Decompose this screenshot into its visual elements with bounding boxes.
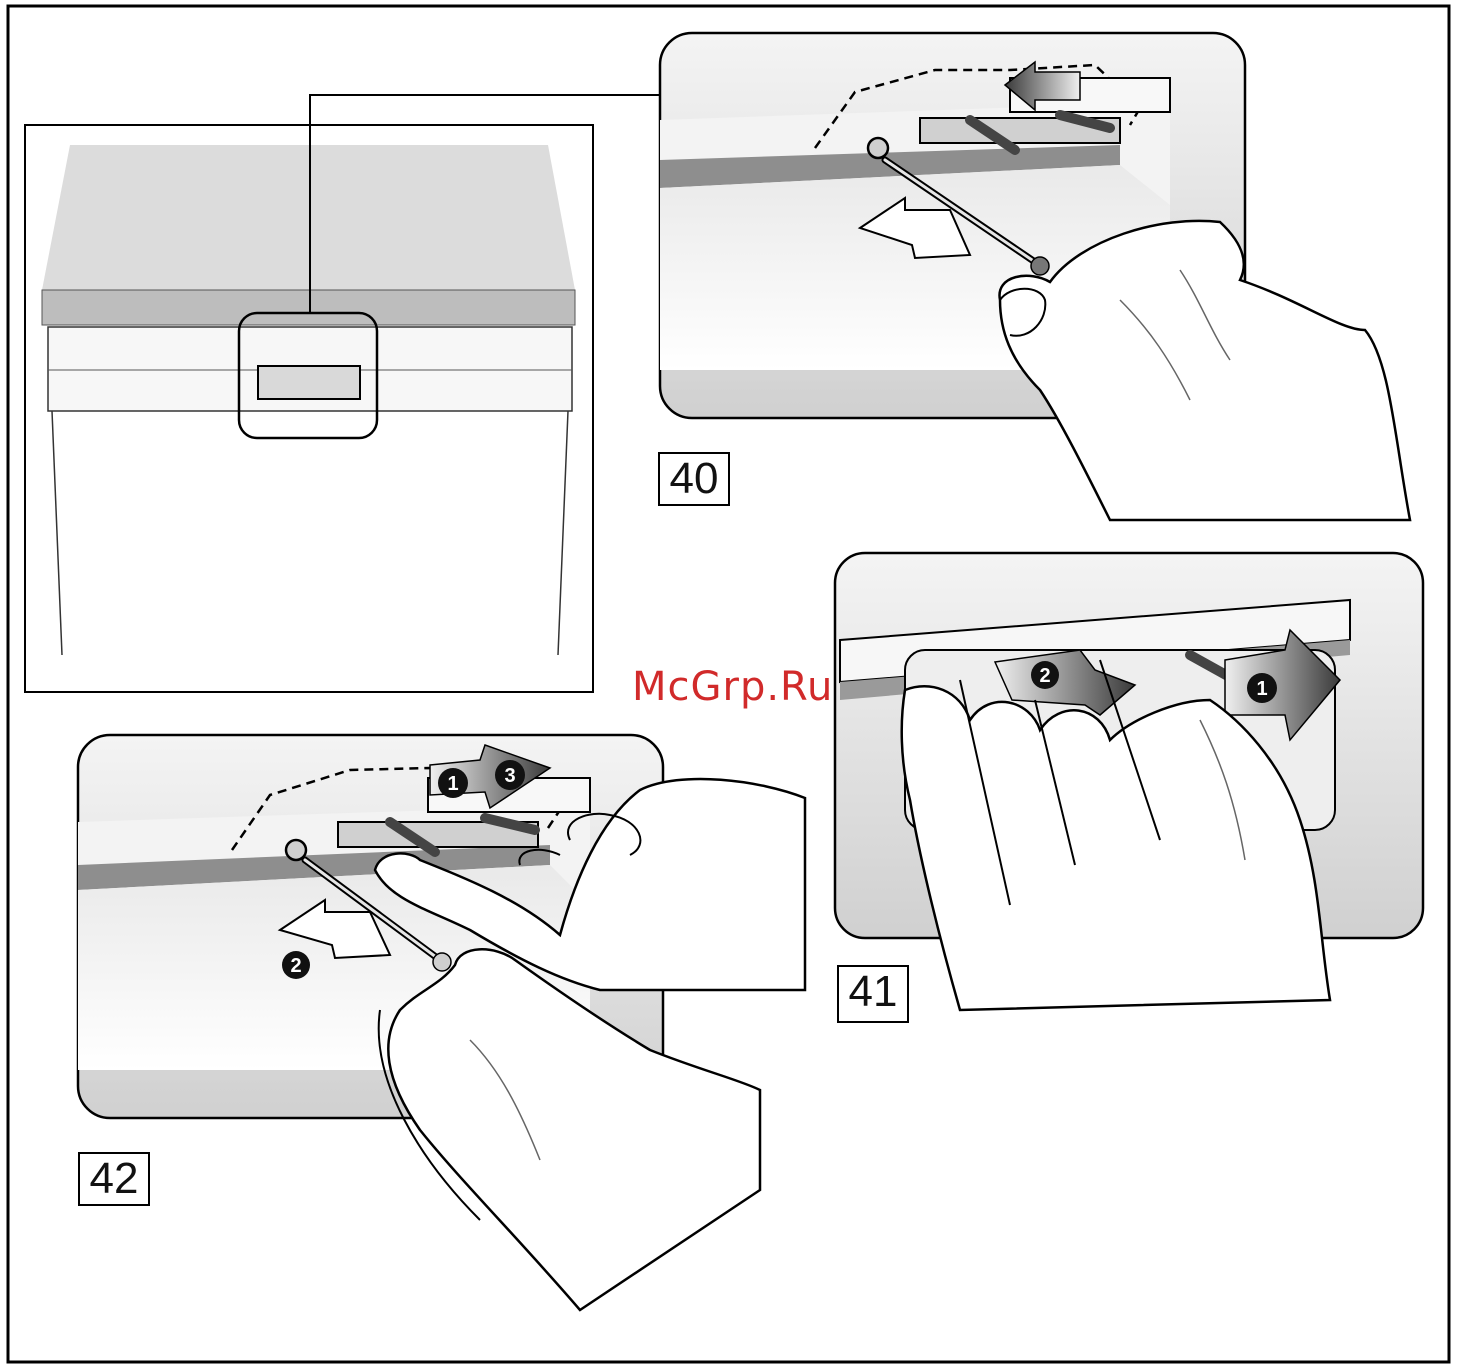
figure-40 bbox=[660, 33, 1410, 520]
figure-42-number: 42 bbox=[78, 1152, 150, 1206]
worktop bbox=[42, 145, 575, 290]
handle-recess bbox=[258, 366, 360, 399]
fig42-step3-label: 3 bbox=[504, 765, 515, 787]
fig42-step2-label: 2 bbox=[290, 955, 301, 977]
figure-41: 1 2 bbox=[835, 553, 1423, 1010]
fig41-step1-label: 1 bbox=[1256, 678, 1267, 700]
fig42-release-hole bbox=[286, 840, 306, 860]
worktop-edge bbox=[42, 290, 575, 325]
fig40-release-hole bbox=[868, 138, 888, 158]
watermark: McGrp.Ru bbox=[632, 664, 833, 710]
figure-40-number: 40 bbox=[658, 452, 730, 506]
figure-42: 1 2 3 bbox=[78, 735, 805, 1310]
fig42-step1-label: 1 bbox=[447, 773, 458, 795]
fig41-step2-label: 2 bbox=[1039, 665, 1050, 687]
figure-41-number: 41 bbox=[837, 965, 909, 1023]
fig42-lower-hand bbox=[388, 949, 760, 1310]
overview-figure bbox=[25, 95, 660, 692]
